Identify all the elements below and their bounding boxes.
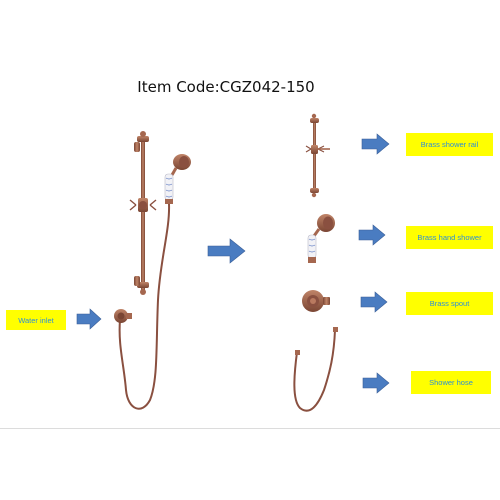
component-hand-shower bbox=[307, 214, 335, 263]
bottom-divider bbox=[0, 428, 500, 429]
component-spout bbox=[302, 290, 330, 312]
component-hose bbox=[293, 327, 338, 412]
arrow-rail bbox=[361, 133, 390, 155]
arrow-hand-shower bbox=[358, 224, 386, 246]
label-hand-shower: Brass hand shower bbox=[406, 226, 493, 249]
arrow-hose bbox=[362, 372, 390, 394]
mounted-hand-shower bbox=[164, 154, 191, 204]
label-shower-rail: Brass shower rail bbox=[406, 133, 493, 156]
assembled-shower-set bbox=[114, 131, 191, 410]
center-arrow bbox=[207, 238, 246, 264]
label-shower-hose: Shower hose bbox=[411, 371, 491, 394]
component-shower-rail bbox=[305, 113, 330, 198]
label-water-inlet: Water inlet bbox=[6, 310, 66, 330]
water-inlet-arrow bbox=[76, 308, 102, 330]
item-code-title: Item Code:CGZ042-150 bbox=[137, 78, 315, 96]
assembled-wall-inlet bbox=[114, 309, 132, 323]
assembled-hose bbox=[118, 203, 171, 410]
rail-bar bbox=[141, 142, 145, 294]
arrow-spout bbox=[360, 291, 388, 313]
label-spout: Brass spout bbox=[406, 292, 493, 315]
